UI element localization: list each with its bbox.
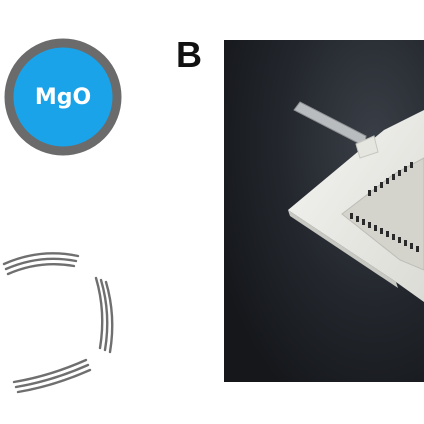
shell-arc-top-1 bbox=[2, 252, 80, 266]
shell-arc-right-2 bbox=[99, 278, 109, 352]
shell-arc-right-1 bbox=[94, 276, 104, 350]
shell-arc-top-2 bbox=[4, 257, 78, 271]
mgo-particle-icon bbox=[4, 38, 122, 156]
sachet-window bbox=[341, 157, 424, 271]
perforation-row-2 bbox=[368, 162, 413, 196]
perforation-row-1 bbox=[350, 213, 419, 252]
panel-a: MgO bbox=[2, 38, 122, 394]
membrane-sachet-photo bbox=[224, 40, 424, 382]
shell-arc-bottom-2 bbox=[14, 363, 90, 389]
broken-shell-icon bbox=[2, 252, 114, 394]
metal-tab bbox=[293, 101, 367, 147]
shell-arc-bottom-1 bbox=[12, 358, 88, 384]
shell-arc-bottom-3 bbox=[16, 368, 92, 394]
shell-arc-right-3 bbox=[104, 280, 114, 354]
shell-arc-top-3 bbox=[6, 263, 76, 276]
panel-label-b: B bbox=[176, 34, 202, 75]
mgo-label: MgO bbox=[34, 84, 92, 110]
